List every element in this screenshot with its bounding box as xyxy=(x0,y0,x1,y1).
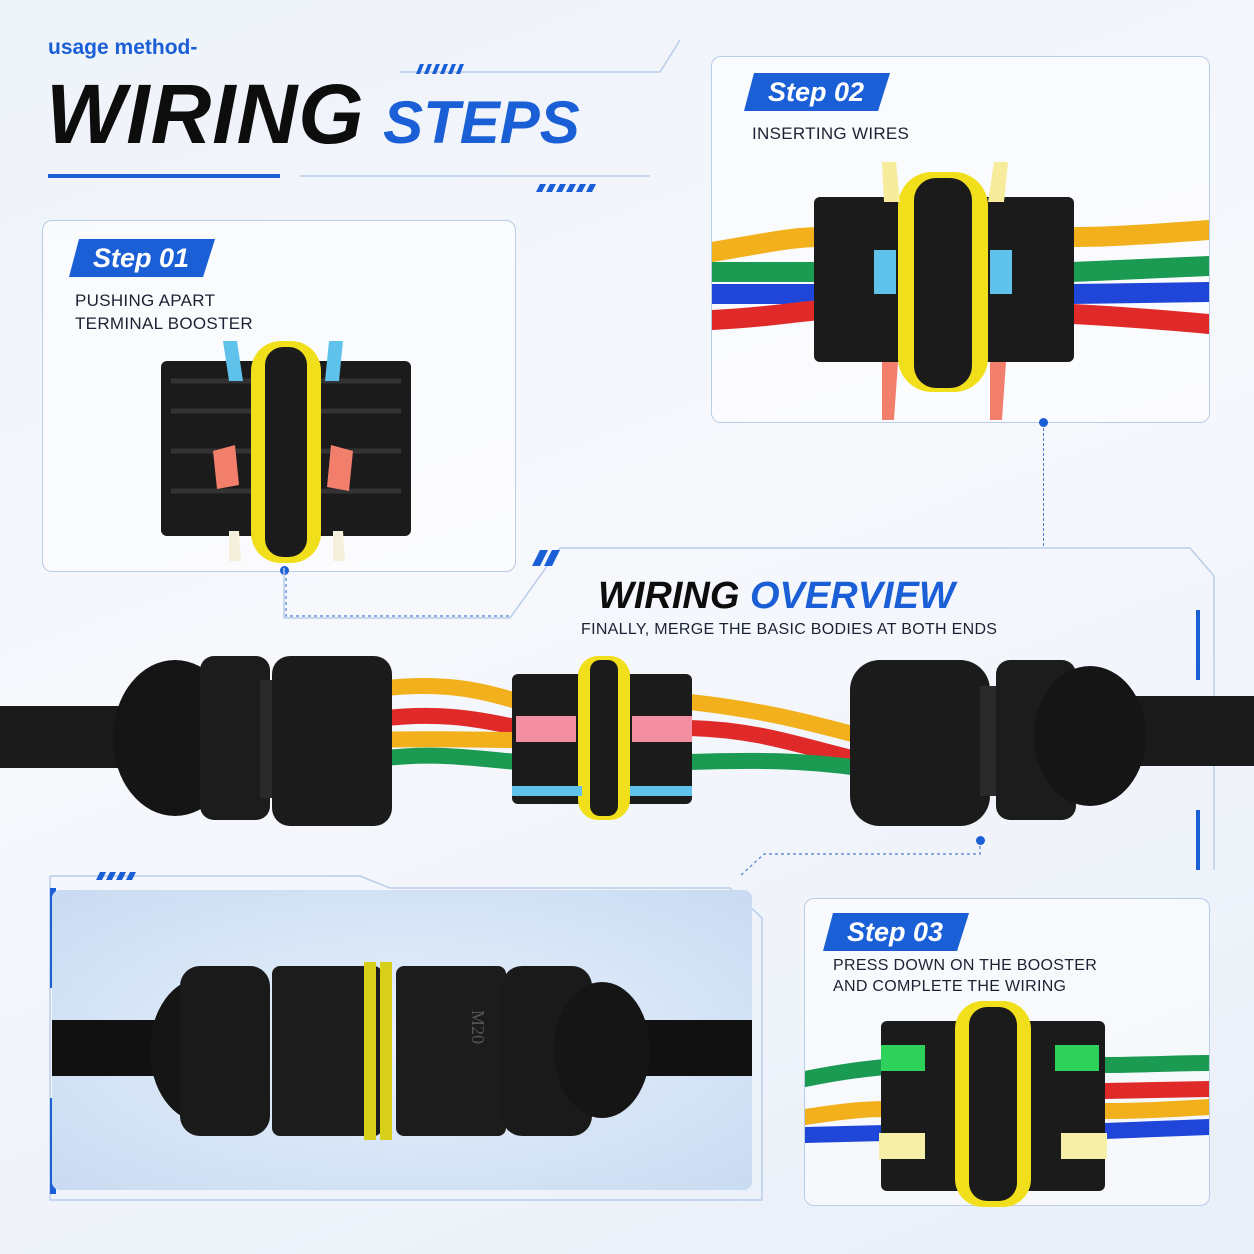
overview-marker-dot xyxy=(976,836,985,845)
step-03-badge: Step 03 xyxy=(823,913,969,951)
header-subtitle: usage method- xyxy=(48,36,198,59)
step-03-connector-image xyxy=(805,1001,1209,1207)
step-01-desc: PUSHING APART TERMINAL BOOSTER xyxy=(75,289,253,335)
title-blue: STEPS xyxy=(383,89,580,156)
step-02-badge: Step 02 xyxy=(744,73,890,111)
step-02-connector-image xyxy=(712,162,1209,420)
overview-title-blue: OVERVIEW xyxy=(750,575,955,617)
overview-caption: FINALLY, MERGE THE BASIC BODIES AT BOTH … xyxy=(581,621,998,638)
step-02-connector-line xyxy=(1043,428,1044,546)
assembled-connector-image: M20 xyxy=(52,962,752,1140)
page-title: WIRING STEPS xyxy=(46,66,580,163)
step-01-panel: Step 01 PUSHING APART TERMINAL BOOSTER xyxy=(42,220,516,572)
overview-connector-image xyxy=(0,656,1254,826)
overview-title: WIRING OVERVIEW xyxy=(598,575,955,618)
step-01-connector-image xyxy=(161,341,411,563)
step-03-line-2: AND COMPLETE THE WIRING xyxy=(833,978,1067,995)
step-02-panel: Step 02 INSERTING WIRES xyxy=(711,56,1210,423)
title-black: WIRING xyxy=(46,67,365,161)
overview-title-black: WIRING xyxy=(598,575,740,617)
step-01-line-1: PUSHING APART xyxy=(75,291,216,310)
step-03-line-1: PRESS DOWN ON THE BOOSTER xyxy=(833,957,1098,974)
header-decor xyxy=(48,39,681,192)
step-01-line-2: TERMINAL BOOSTER xyxy=(75,314,253,333)
step-02-marker-dot xyxy=(1039,418,1048,427)
step-02-desc: INSERTING WIRES xyxy=(752,124,910,143)
step-03-desc: PRESS DOWN ON THE BOOSTER AND COMPLETE T… xyxy=(833,955,1097,997)
step-01-badge: Step 01 xyxy=(69,239,215,277)
overview-frame xyxy=(283,547,1215,877)
assembled-m20-marking: M20 xyxy=(468,1010,488,1044)
step-03-panel: Step 03 PRESS DOWN ON THE BOOSTER AND CO… xyxy=(804,898,1210,1207)
